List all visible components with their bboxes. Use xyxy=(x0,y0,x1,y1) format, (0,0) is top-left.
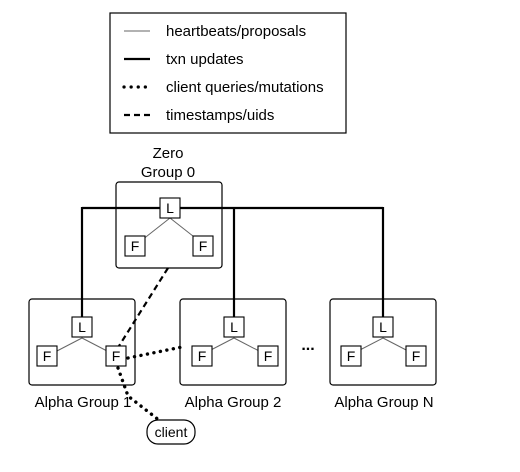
alpha-n-follower-label: F xyxy=(412,348,421,364)
alpha-2-leader-node xyxy=(223,316,245,338)
alpha-n-leader-label: L xyxy=(379,319,387,335)
alpha-group-n-box xyxy=(329,298,437,386)
zero-group-box xyxy=(115,181,223,269)
alpha-2-follower-label: F xyxy=(264,348,273,364)
alpha-group-2-name: Alpha Group 2 xyxy=(185,394,282,411)
timestamps-uids-link xyxy=(118,267,169,347)
alpha-1-follower-node xyxy=(105,345,127,367)
client-node: client xyxy=(146,419,196,445)
alpha-group-n-name: Alpha Group N xyxy=(334,394,433,411)
zero-group-title-line1: Zero xyxy=(153,145,184,162)
legend-box xyxy=(109,12,347,134)
alpha-group-2: L F F Alpha Group 2 xyxy=(179,298,287,411)
alpha-n-follower-node xyxy=(405,345,427,367)
legend-label-heartbeats: heartbeats/proposals xyxy=(166,23,306,40)
alpha-2-follower-node xyxy=(191,345,213,367)
legend-label-txn-updates: txn updates xyxy=(166,51,244,68)
zero-follower-node xyxy=(192,235,214,257)
alpha-1-leader-label: L xyxy=(78,319,86,335)
alpha-1-follower-label: F xyxy=(112,348,121,364)
alpha-group-n: L F F Alpha Group N xyxy=(329,298,437,411)
heartbeat-line xyxy=(233,337,262,353)
client-box xyxy=(146,419,196,445)
alpha-n-leader-node xyxy=(372,316,394,338)
zero-group-title-line2: Group 0 xyxy=(141,164,195,181)
zero-raft-group: L F F xyxy=(124,197,214,257)
client-label: client xyxy=(155,424,188,440)
zero-leader-node xyxy=(159,197,181,219)
legend-label-client-queries: client queries/mutations xyxy=(166,79,324,96)
alpha-1-follower-label: F xyxy=(43,348,52,364)
alpha-2-leader-label: L xyxy=(230,319,238,335)
zero-follower-label: F xyxy=(131,238,140,254)
alpha-n-follower-label: F xyxy=(347,348,356,364)
alpha-n-follower-node xyxy=(340,345,362,367)
alpha-to-alpha-query-link xyxy=(126,345,184,360)
alpha-1-leader-node xyxy=(71,316,93,338)
alpha-group-1: L F F Alpha Group 1 xyxy=(28,298,136,411)
legend-label-timestamps: timestamps/uids xyxy=(166,107,274,124)
client-query-link xyxy=(116,366,166,426)
heartbeat-line xyxy=(141,217,171,241)
alpha-1-follower-node xyxy=(36,345,58,367)
zero-follower-label: F xyxy=(199,238,208,254)
more-groups-ellipsis: ... xyxy=(301,337,314,354)
heartbeat-line xyxy=(54,337,83,353)
zero-leader-label: L xyxy=(166,200,174,216)
alpha-2-follower-node xyxy=(257,345,279,367)
heartbeat-line xyxy=(81,337,110,353)
alpha-2-follower-label: F xyxy=(198,348,207,364)
txn-update-lines xyxy=(80,206,385,317)
alpha-group-1-name: Alpha Group 1 xyxy=(35,394,132,411)
zero-follower-node xyxy=(124,235,146,257)
alpha-group-2-box xyxy=(179,298,287,386)
legend: heartbeats/proposals txn updates client … xyxy=(109,12,347,134)
alpha-group-1-box xyxy=(28,298,136,386)
